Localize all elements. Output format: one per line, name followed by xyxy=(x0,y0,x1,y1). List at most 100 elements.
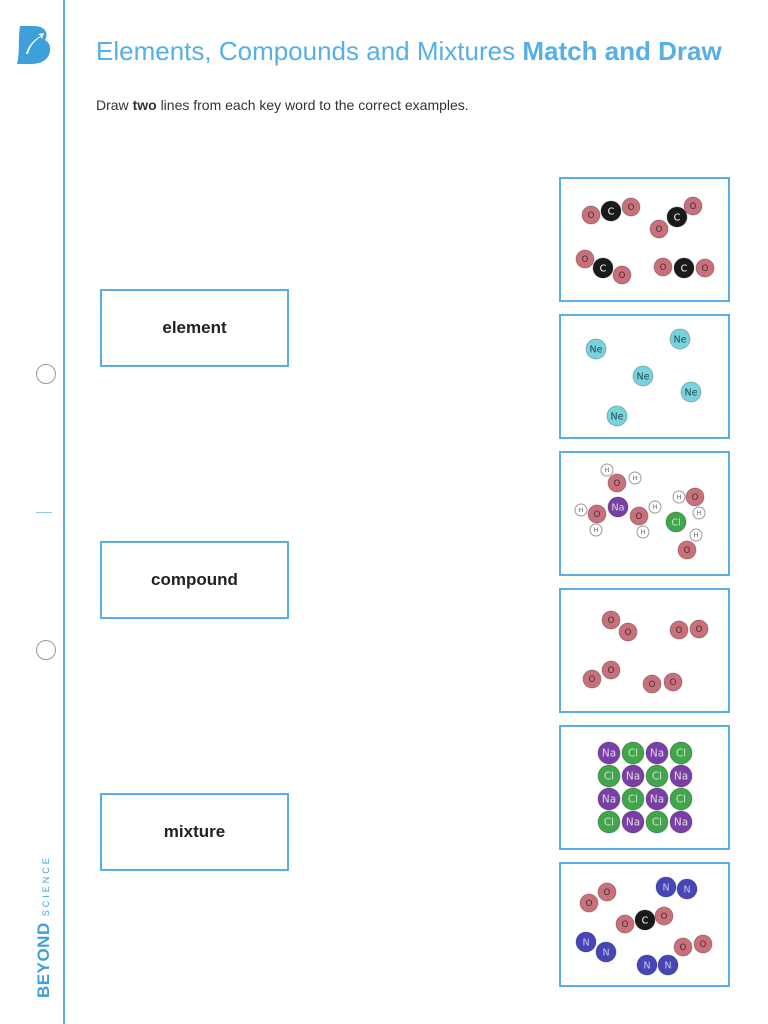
atom-label: Na xyxy=(626,771,640,783)
oxygen-atom: O xyxy=(669,620,689,640)
atom-label: C xyxy=(600,263,607,274)
neon-atom: Ne xyxy=(680,381,702,403)
atom-label: O xyxy=(608,616,615,626)
chlorine-atom: Cl xyxy=(621,787,645,811)
oxygen-atom: O xyxy=(677,540,697,560)
atom-label: H xyxy=(694,532,699,539)
chlorine-atom: Cl xyxy=(621,741,645,765)
oxygen-atom: O xyxy=(683,196,703,216)
hydrogen-atom: H xyxy=(692,506,706,520)
atom-label: Cl xyxy=(676,794,686,806)
atom-label: N xyxy=(643,960,650,971)
oxygen-atom: O xyxy=(575,249,595,269)
atom-label: Cl xyxy=(652,817,662,829)
atom-label: O xyxy=(636,512,643,522)
atom-label: N xyxy=(662,882,669,893)
atom-label: Na xyxy=(674,817,688,829)
carbon-atom: C xyxy=(666,206,688,228)
neon-atom: Ne xyxy=(669,328,691,350)
oxygen-atom: O xyxy=(601,660,621,680)
atom-label: O xyxy=(656,225,663,235)
instructions: Draw two lines from each key word to the… xyxy=(96,97,469,113)
atom-label: N xyxy=(664,960,671,971)
chlorine-atom: Cl xyxy=(669,787,693,811)
atom-label: N xyxy=(602,947,609,958)
oxygen-atom: O xyxy=(618,622,638,642)
atom-label: Cl xyxy=(628,794,638,806)
atom-label: O xyxy=(680,943,687,953)
nitrogen-atom: N xyxy=(595,941,617,963)
oxygen-atom: O xyxy=(653,257,673,277)
hydrogen-atom: H xyxy=(628,471,642,485)
sodium-atom: Na xyxy=(669,810,693,834)
oxygen-atom: O xyxy=(612,265,632,285)
atom-label: H xyxy=(579,507,584,514)
carbon-atom: C xyxy=(634,909,656,931)
hydrogen-atom: H xyxy=(636,525,650,539)
atom-label: Cl xyxy=(671,517,680,528)
atom-label: O xyxy=(684,546,691,556)
atom-label: O xyxy=(700,940,707,950)
binder-hole xyxy=(36,640,56,660)
oxygen-atom: O xyxy=(587,504,607,524)
atom-label: O xyxy=(586,899,593,909)
oxygen-atom: O xyxy=(649,219,669,239)
hydrogen-atom: H xyxy=(689,528,703,542)
atom-label: O xyxy=(676,626,683,636)
atom-label: Cl xyxy=(604,817,614,829)
atom-label: O xyxy=(619,271,626,281)
sodium-atom: Na xyxy=(597,787,621,811)
oxygen-atom: O xyxy=(581,205,601,225)
chlorine-atom: Cl xyxy=(597,764,621,788)
neon-atom: Ne xyxy=(632,365,654,387)
keyword-box-element[interactable]: element xyxy=(100,289,289,367)
oxygen-atom: O xyxy=(601,610,621,630)
carbon-atom: C xyxy=(600,200,622,222)
chlorine-atom: Cl xyxy=(645,810,669,834)
atom-label: H xyxy=(594,527,599,534)
atom-label: O xyxy=(692,493,699,503)
atom-label: Cl xyxy=(652,771,662,783)
oxygen-atom: O xyxy=(582,669,602,689)
atom-label: O xyxy=(696,625,703,635)
atom-label: O xyxy=(628,203,635,213)
keyword-box-mixture[interactable]: mixture xyxy=(100,793,289,871)
oxygen-atom: O xyxy=(693,934,713,954)
sodium-atom: Na xyxy=(645,741,669,765)
atom-label: H xyxy=(641,529,646,536)
atom-label: H xyxy=(605,467,610,474)
atom-label: O xyxy=(582,255,589,265)
binder-hole xyxy=(36,364,56,384)
atom-label: N xyxy=(582,937,589,948)
oxygen-atom: O xyxy=(695,258,715,278)
instructions-before: Draw xyxy=(96,97,129,113)
sodium-atom: Na xyxy=(621,764,645,788)
atom-label: Cl xyxy=(676,748,686,760)
atom-label: Cl xyxy=(628,748,638,760)
brand-sub: SCIENCE xyxy=(41,855,51,917)
hydrogen-atom: H xyxy=(600,463,614,477)
atom-label: O xyxy=(604,888,611,898)
atom-label: H xyxy=(653,504,658,511)
atom-label: C xyxy=(608,206,615,217)
keyword-box-compound[interactable]: compound xyxy=(100,541,289,619)
atom-label: Ne xyxy=(611,411,624,422)
atom-label: N xyxy=(683,884,690,895)
atom-label: Na xyxy=(602,794,616,806)
sodium-atom: Na xyxy=(669,764,693,788)
atom-label: H xyxy=(697,510,702,517)
sodium-atom: Na xyxy=(621,810,645,834)
page-title: Elements, Compounds and Mixtures Match a… xyxy=(96,36,722,67)
atom-label: O xyxy=(690,202,697,212)
atom-label: Cl xyxy=(604,771,614,783)
fold-mark xyxy=(36,512,52,513)
atom-label: O xyxy=(594,510,601,520)
brand-wordmark: BEYONDSCIENCE xyxy=(34,855,54,998)
instructions-emphasis: two xyxy=(132,97,157,113)
